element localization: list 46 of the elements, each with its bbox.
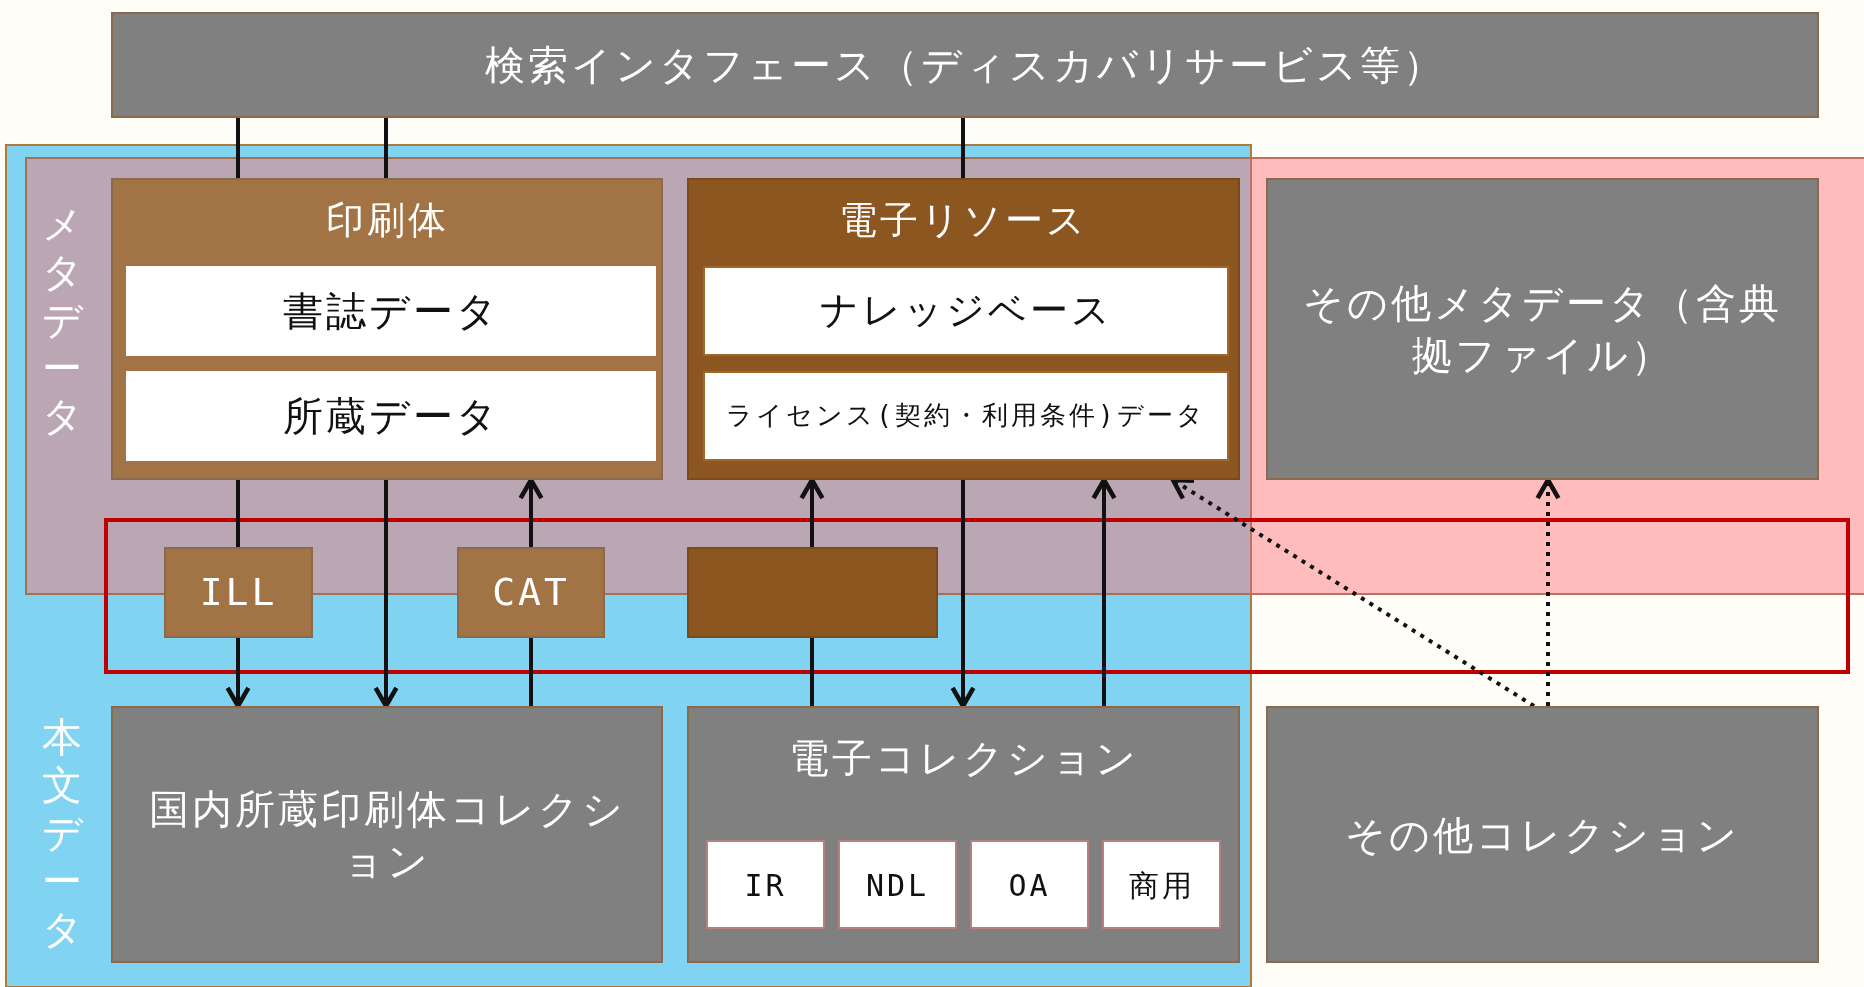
box-label: その他メタデータ（含典拠ファイル） [1302, 279, 1783, 380]
box-label: ILL [198, 568, 279, 616]
arrow [373, 480, 399, 709]
category-box [687, 178, 1240, 480]
band-label: 本文データ [40, 713, 84, 953]
data-box [703, 371, 1229, 461]
connector-line [384, 118, 388, 178]
connector-line [236, 118, 240, 178]
source-box [838, 840, 957, 929]
box-label: CAT [491, 568, 571, 616]
source-box [1102, 840, 1221, 929]
data-box [703, 266, 1229, 356]
source-box [970, 840, 1089, 929]
connector-line [236, 480, 240, 547]
box-label: その他コレクション [1344, 810, 1741, 860]
empty-box [687, 547, 938, 638]
box-label: ナレッジベース [818, 287, 1114, 335]
box-label: 検索インタフェース（ディスカバリサービス等） [483, 41, 1447, 90]
category-box [457, 547, 605, 638]
source-box [706, 840, 825, 929]
category-box [164, 547, 313, 638]
box-label: IR [743, 866, 788, 904]
box-heading: 電子リソース [838, 197, 1089, 244]
arrow [225, 638, 251, 709]
box-label: 国内所蔵印刷体コレクション [147, 784, 627, 886]
arrow [950, 480, 976, 709]
data-box [126, 371, 656, 461]
band-label: メタデータ [40, 200, 84, 440]
box-label: NDL [864, 866, 931, 904]
box-label: ライセンス(契約・利用条件)データ [725, 399, 1207, 433]
panel-box [111, 12, 1819, 118]
box-heading: 印刷体 [324, 197, 450, 244]
box-label: 商用 [1127, 866, 1196, 904]
box-label: 書誌データ [281, 287, 501, 336]
box-label: 所蔵データ [281, 392, 501, 441]
box-label: OA [1007, 866, 1052, 904]
panel-box [1266, 178, 1819, 480]
panel-box [111, 706, 663, 963]
connector-line [810, 638, 814, 706]
panel-box [1266, 706, 1819, 963]
connector-line [529, 638, 533, 706]
connector-line [961, 118, 965, 178]
panel-box [687, 706, 1240, 963]
box-heading: 電子コレクション [787, 734, 1140, 783]
category-box [111, 178, 663, 480]
data-box [126, 266, 656, 356]
